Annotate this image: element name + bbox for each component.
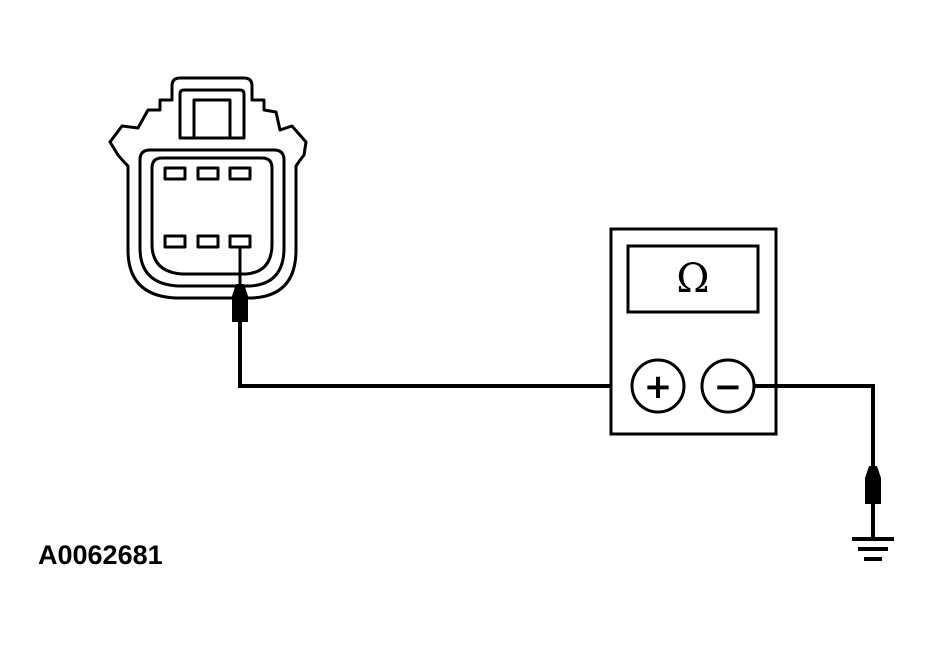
- minus-icon: −: [714, 367, 743, 407]
- positive-terminal: [630, 358, 686, 414]
- connector-6-pin-icon: [108, 76, 308, 300]
- negative-lead-wire: [754, 384, 875, 466]
- ground-icon: [852, 537, 894, 561]
- ground-probe-icon: [865, 466, 881, 538]
- multimeter: Ω + −: [609, 227, 778, 436]
- positive-lead-wire: [238, 322, 636, 388]
- test-probe-icon: [232, 247, 248, 322]
- plus-icon: +: [644, 367, 673, 407]
- figure-id-label: A0062681: [38, 540, 163, 570]
- ohm-symbol: Ω: [676, 256, 709, 302]
- meter-display: [626, 244, 760, 314]
